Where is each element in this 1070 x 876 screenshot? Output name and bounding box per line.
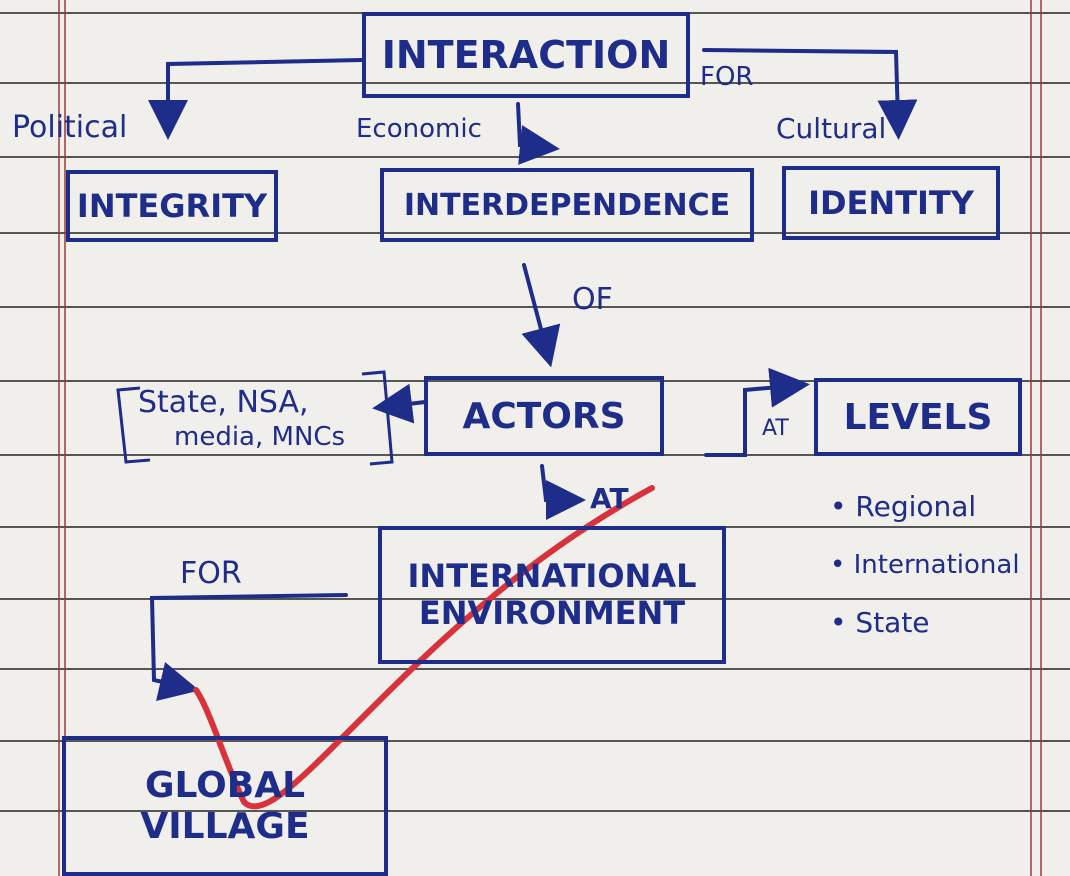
economic-label: Economic (356, 114, 482, 144)
environment-text: ENVIRONMENT (418, 594, 686, 632)
ruled-line (0, 380, 1070, 382)
actors-text: ACTORS (462, 395, 626, 437)
levels-list-item: • Regional (830, 490, 977, 523)
ruled-line (0, 232, 1070, 234)
integrity-text: INTEGRITY (76, 187, 268, 225)
levels-list-item: • State (830, 606, 930, 639)
levels-box: LEVELS (814, 378, 1022, 456)
ruled-line (0, 810, 1070, 812)
levels-text: LEVELS (843, 396, 993, 438)
global-village-box: GLOBAL VILLAGE (62, 736, 388, 876)
international-environment-box: INTERNATIONAL ENVIRONMENT (378, 526, 726, 664)
ruled-line (0, 306, 1070, 308)
village-text: VILLAGE (140, 806, 310, 847)
margin-line-right (1030, 0, 1032, 876)
actors-box: ACTORS (424, 376, 664, 456)
for-label-top: FOR (700, 62, 754, 92)
at-label-levels: AT (762, 416, 789, 441)
levels-list: • Regional • International • State (830, 478, 1020, 652)
interaction-text: INTERACTION (381, 33, 671, 77)
identity-text: IDENTITY (808, 184, 974, 222)
cultural-label: Cultural (776, 112, 887, 145)
margin-line-left (64, 0, 66, 876)
interdependence-box: INTERDEPENDENCE (380, 168, 754, 242)
integrity-box: INTEGRITY (66, 170, 278, 242)
international-text: INTERNATIONAL (407, 557, 697, 596)
margin-line-left (58, 0, 60, 876)
ruled-line (0, 668, 1070, 670)
global-text: GLOBAL (144, 764, 306, 806)
at-label-actors: AT (590, 482, 629, 515)
ruled-line (0, 156, 1070, 158)
for-label-left: FOR (180, 556, 242, 591)
levels-list-item: • International (830, 550, 1020, 580)
political-label: Political (12, 110, 128, 145)
actor-examples-line1: State, NSA, (138, 385, 309, 420)
of-label: OF (572, 282, 613, 317)
actor-examples: State, NSA, media, MNCs (138, 386, 345, 454)
ruled-line (0, 82, 1070, 84)
interaction-box: INTERACTION (362, 12, 690, 98)
interdependence-text: INTERDEPENDENCE (403, 187, 731, 223)
margin-line-right (1040, 0, 1042, 876)
actor-examples-line2: media, MNCs (174, 422, 346, 452)
identity-box: IDENTITY (782, 166, 1000, 240)
